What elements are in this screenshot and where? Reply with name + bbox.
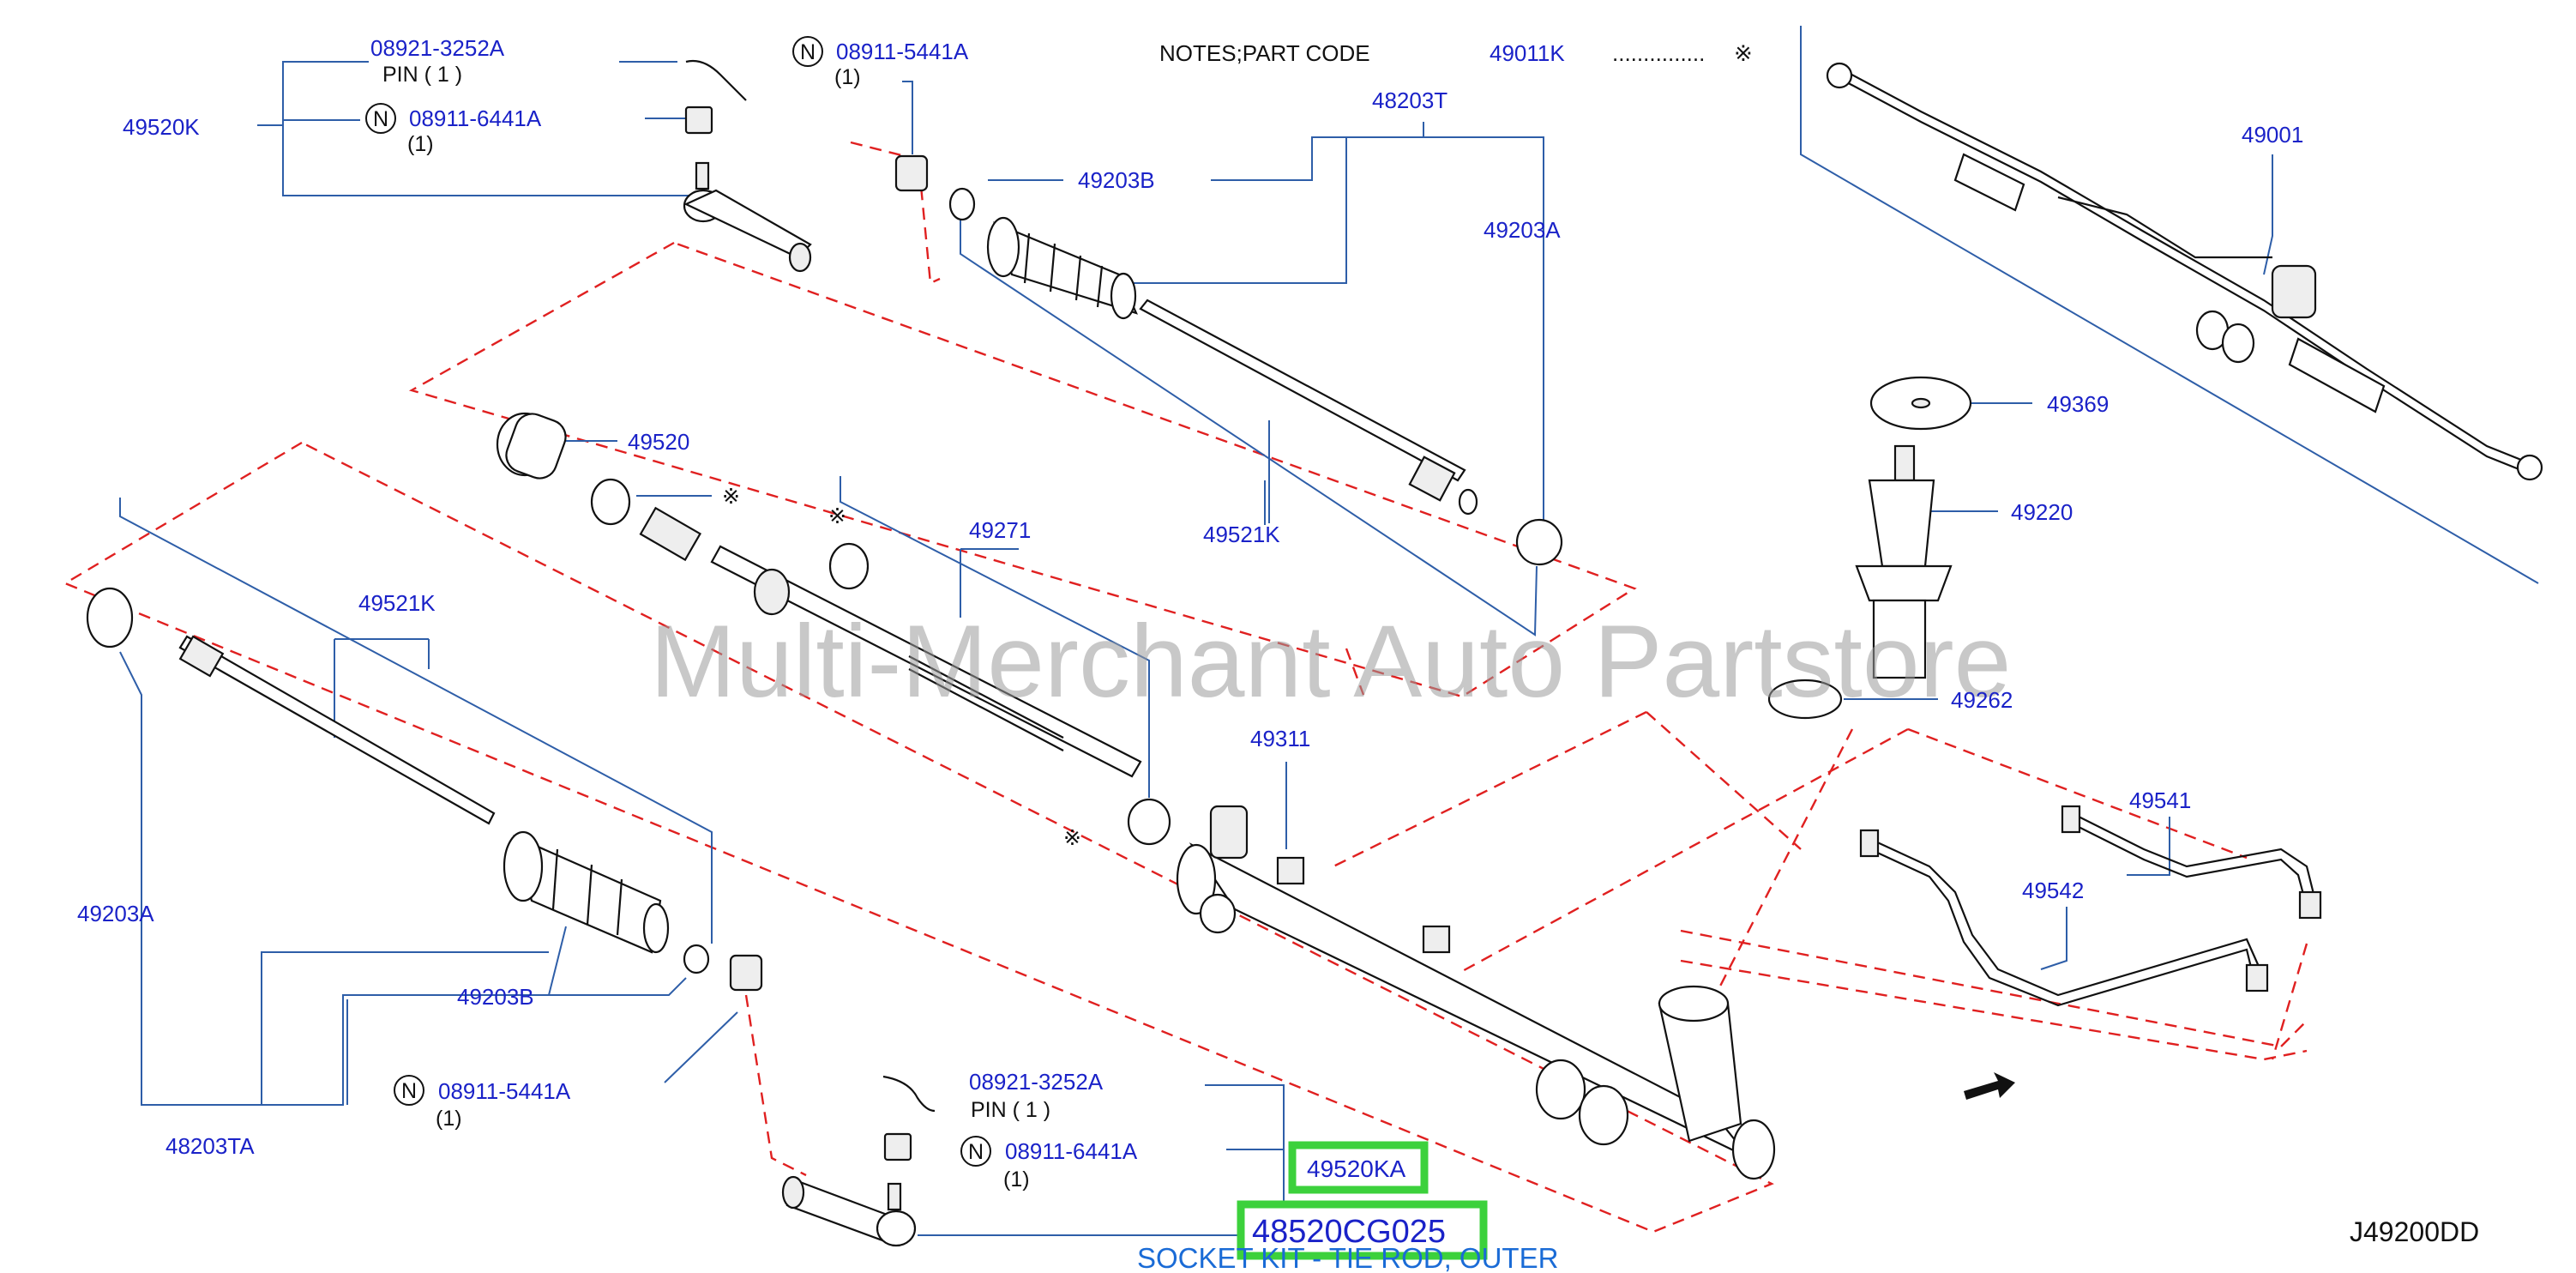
steering-rack-assembly [1826,62,2543,481]
label-qty-6441-top: (1) [407,132,434,156]
label-qty-6441-bottom: (1) [1003,1167,1030,1192]
label-qty-5441-bottom: (1) [436,1107,462,1131]
kit-49520ka-highlight-box[interactable] [1288,1141,1429,1194]
rack-shaft [639,506,1142,778]
label-49521k-top[interactable]: 49521K [1203,522,1280,547]
inner-tie-rod-top [1139,299,1478,516]
direction-arrow [1964,1072,2015,1100]
part-number-highlight-box[interactable] [1237,1200,1488,1260]
part-drawings [86,59,2543,1247]
n-marker-2-text: N [800,40,816,64]
n-marker-1-text: N [373,107,388,131]
label-49203b-top[interactable]: 49203B [1078,167,1155,193]
highlighted-part-description: SOCKET KIT - TIE ROD, OUTER [1137,1242,1558,1273]
n-marker-4-text: N [968,1140,984,1164]
notes-code-49011k: 49011K [1490,40,1565,66]
label-08911-6441a-bottom[interactable]: 08911-6441A [1005,1138,1138,1164]
outer-tie-rod-end-top [683,161,812,273]
highlighted-part-number[interactable]: 48520CG025 [1252,1214,1446,1250]
label-49271[interactable]: 49271 [969,517,1031,543]
label-08921-3252a-bottom[interactable]: 08921-3252A [969,1069,1104,1095]
notes-part-code: NOTES;PART CODE [1159,40,1370,66]
watermark-text: Multi-Merchant Auto Partstore [650,604,2011,719]
label-49203a-right[interactable]: 49203A [1484,217,1561,243]
label-49262[interactable]: 49262 [1951,687,2013,713]
n-marker-1 [365,103,396,134]
n-marker-2 [792,36,823,67]
rack-housing [1176,805,1776,1180]
label-49541[interactable]: 49541 [2129,787,2191,813]
label-49520[interactable]: 49520 [628,429,689,455]
label-49311[interactable]: 49311 [1250,726,1310,751]
label-49369[interactable]: 49369 [2047,391,2109,417]
label-49220[interactable]: 49220 [2011,499,2073,525]
n-markers: N N N N [365,36,991,1167]
label-qty-5441-top: (1) [834,65,861,89]
label-08911-5441a-bottom[interactable]: 08911-5441A [438,1078,571,1104]
n-marker-4 [960,1136,991,1167]
part-labels: 08921-3252A PIN ( 1 ) 49520K 08911-6441A… [77,35,2303,1192]
assembly-dash-outlines [63,141,2308,1234]
n-marker-3 [394,1075,424,1106]
label-49520ka[interactable]: 49520KA [1307,1155,1406,1182]
label-49542[interactable]: 49542 [2022,878,2084,903]
notes-dots: ............... [1612,40,1705,66]
inner-tie-rod-left [178,635,496,825]
boot-left [503,830,670,954]
label-48203t[interactable]: 48203T [1372,87,1447,113]
highlighted-part-callout: 49520KA 48520CG025 SOCKET KIT - TIE ROD,… [1137,1141,1558,1273]
pinion-shaft [1855,444,1953,679]
outer-tie-rod-end-bottom [781,1175,917,1247]
label-08911-5441a-top[interactable]: 08911-5441A [836,39,969,64]
label-ref-mark-49271: ※ [828,504,846,528]
diagram-code: J49200DD [2350,1216,2479,1247]
notes-mark: ※ [1734,40,1753,66]
label-08921-3252a-top[interactable]: 08921-3252A [370,35,505,61]
boot-top [986,216,1138,320]
hydraulic-lines [1859,805,2322,1007]
label-ref-mark-49520: ※ [722,485,740,509]
label-49203a-left[interactable]: 49203A [77,901,154,926]
leader-lines [119,26,2539,1240]
label-49521k-left[interactable]: 49521K [358,590,436,616]
label-pin-top: PIN ( 1 ) [382,63,462,87]
label-48203ta[interactable]: 48203TA [166,1133,255,1159]
label-49203b-left[interactable]: 49203B [457,984,534,1010]
label-49520k[interactable]: 49520K [123,114,200,140]
label-ref-mark-49311: ※ [1063,826,1081,850]
label-pin-bottom: PIN ( 1 ) [971,1098,1050,1122]
label-49001[interactable]: 49001 [2242,122,2303,148]
n-marker-3-text: N [401,1079,417,1103]
label-08911-6441a-top[interactable]: 08911-6441A [409,106,542,131]
